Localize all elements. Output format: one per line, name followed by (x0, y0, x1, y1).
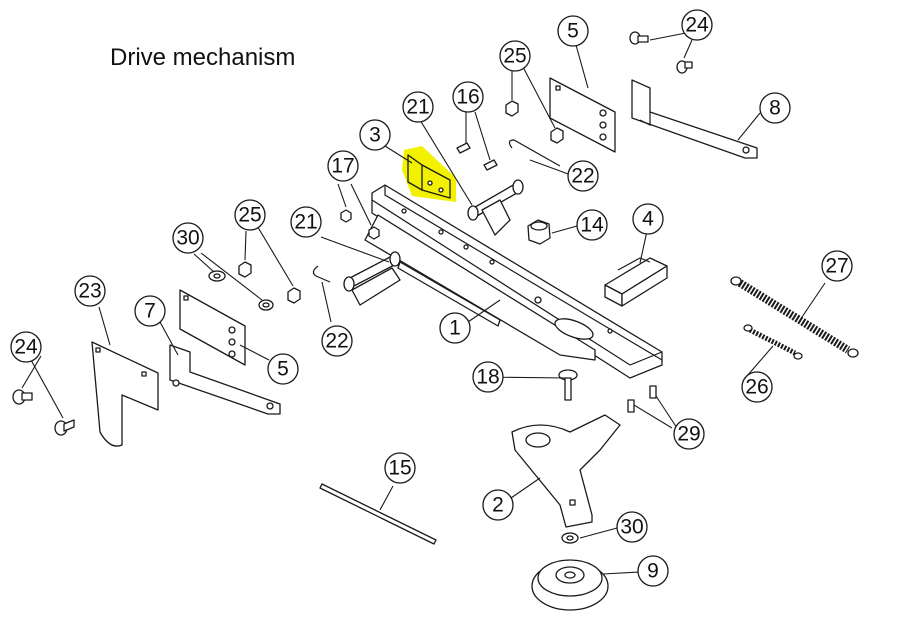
svg-text:14: 14 (580, 214, 604, 237)
svg-text:1: 1 (449, 317, 461, 340)
part-22-clips (312, 139, 561, 283)
svg-text:17: 17 (331, 155, 354, 178)
svg-text:18: 18 (476, 366, 499, 389)
svg-text:21: 21 (406, 96, 429, 119)
svg-text:23: 23 (78, 280, 101, 303)
callout-25-upper: 25 (499, 40, 531, 72)
svg-text:24: 24 (685, 14, 709, 37)
callout-1: 1 (439, 312, 471, 344)
part-30-washers (208, 270, 579, 544)
part-21-shaft-lower (343, 251, 401, 306)
callout-25-lower: 25 (234, 199, 266, 231)
callout-22-upper: 22 (567, 160, 599, 192)
callout-21-lower: 21 (290, 206, 322, 238)
svg-text:8: 8 (769, 97, 781, 120)
svg-text:5: 5 (567, 20, 579, 43)
part-8-bracket-arm (631, 79, 758, 159)
callout-14: 14 (576, 209, 608, 241)
callout-7: 7 (134, 295, 166, 327)
svg-text:15: 15 (388, 457, 411, 480)
svg-text:21: 21 (294, 211, 317, 234)
callout-26: 26 (741, 371, 773, 403)
part-25-nuts (238, 100, 564, 304)
part-9-pulley (531, 559, 609, 611)
part-23-side-plate (91, 341, 159, 447)
svg-text:26: 26 (745, 376, 768, 399)
callout-21-upper: 21 (402, 91, 434, 123)
svg-text:22: 22 (571, 165, 594, 188)
svg-text:30: 30 (176, 227, 199, 250)
part-5-plate-lower (179, 289, 246, 366)
svg-text:16: 16 (456, 86, 479, 109)
svg-text:22: 22 (325, 330, 348, 353)
part-21-shaft-upper (467, 179, 524, 236)
part-4-angle-bracket (604, 257, 668, 307)
callout-5-lower: 5 (267, 353, 299, 385)
part-1-frame-rail (364, 184, 663, 379)
part-16-bolts (456, 142, 498, 171)
callout-30-right: 30 (616, 511, 648, 543)
part-14-nut (527, 219, 551, 245)
part-2-idler-arm (511, 414, 621, 528)
callout-9: 9 (637, 555, 669, 587)
part-29-bolts (627, 385, 657, 413)
callout-8: 8 (759, 92, 791, 124)
part-26-spring (743, 324, 803, 360)
part-24-bolts (12, 31, 693, 436)
callout-18: 18 (472, 361, 504, 393)
callout-27: 27 (821, 250, 853, 282)
callout-30-left: 30 (172, 222, 204, 254)
callout-3: 3 (359, 119, 391, 151)
callout-15: 15 (384, 452, 416, 484)
callout-16: 16 (452, 81, 484, 113)
svg-text:30: 30 (620, 516, 643, 539)
callout-24-left: 24 (10, 331, 42, 363)
part-5-plate-upper (549, 77, 616, 153)
callout-29: 29 (673, 418, 705, 450)
callout-17: 17 (327, 150, 359, 182)
callout-24-right: 24 (681, 9, 713, 41)
callout-2: 2 (482, 489, 514, 521)
callout-4: 4 (632, 203, 664, 235)
svg-text:27: 27 (825, 255, 848, 278)
part-7-bracket-arm (169, 344, 281, 415)
leader-lines (21, 32, 826, 575)
diagram-title: Drive mechanism (110, 44, 296, 71)
svg-text:5: 5 (277, 358, 289, 381)
svg-text:25: 25 (503, 45, 526, 68)
part-18-carriage-bolt (558, 369, 578, 401)
callout-23: 23 (74, 275, 106, 307)
svg-text:29: 29 (677, 423, 700, 446)
callout-22-lower: 22 (321, 325, 353, 357)
part-27-spring (730, 276, 859, 358)
svg-text:25: 25 (238, 204, 261, 227)
svg-text:3: 3 (369, 124, 381, 147)
svg-text:2: 2 (492, 494, 504, 517)
svg-text:7: 7 (144, 300, 156, 323)
callout-5-upper: 5 (557, 15, 589, 47)
part-15-cable-tie (319, 483, 437, 545)
svg-text:24: 24 (14, 336, 38, 359)
svg-text:9: 9 (647, 560, 659, 583)
part-17-nuts (340, 209, 380, 240)
part-3-bracket-highlighted (402, 146, 456, 202)
svg-text:4: 4 (642, 208, 654, 231)
